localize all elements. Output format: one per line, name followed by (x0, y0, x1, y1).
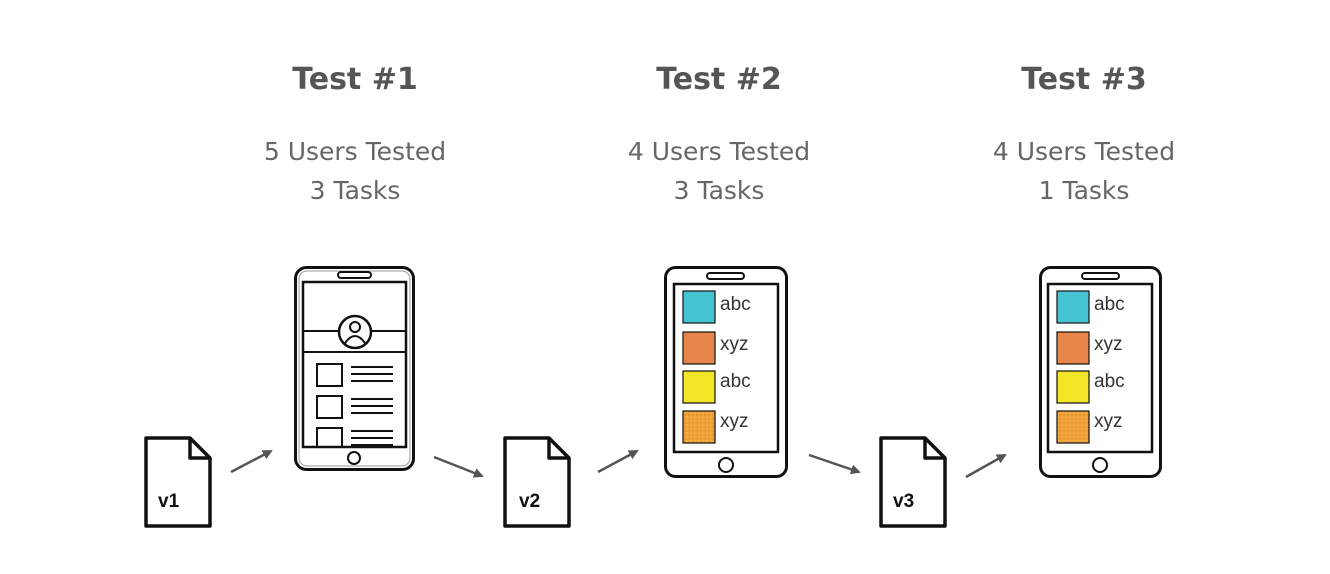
list-item-swatch (682, 410, 716, 444)
arrow-icon (230, 449, 273, 474)
phone-icon: abc xyz abc xyz (1039, 266, 1162, 478)
list-item-label: xyz (720, 334, 749, 355)
list-item-swatch (1056, 370, 1090, 404)
document-icon: v2 (503, 436, 571, 528)
arrow-icon (965, 453, 1007, 479)
list-item-label: abc (1094, 371, 1125, 392)
list-item-swatch (682, 370, 716, 404)
test-1-title: Test #1 (292, 62, 418, 97)
test-1-tasks: 3 Tasks (309, 176, 401, 205)
list-item-label: abc (720, 371, 751, 392)
document-icon: v3 (879, 436, 947, 528)
arrow-icon (597, 449, 639, 474)
test-2-tasks: 3 Tasks (673, 176, 765, 205)
list-item-swatch (682, 290, 716, 324)
version-label-v1: v1 (158, 491, 180, 512)
profile-icon (337, 314, 373, 350)
list-item-label: xyz (720, 411, 749, 432)
test-3-tasks: 1 Tasks (1038, 176, 1130, 205)
test-1-users: 5 Users Tested (263, 137, 447, 166)
document-icon: v1 (144, 436, 212, 528)
list-item-swatch (682, 331, 716, 365)
list-item-swatch (1056, 290, 1090, 324)
test-2-title: Test #2 (656, 62, 782, 97)
arrow-icon (433, 455, 484, 478)
list-item-swatch (1056, 410, 1090, 444)
test-3-title: Test #3 (1021, 62, 1147, 97)
list-item-swatch (1056, 331, 1090, 365)
list-item-label: xyz (1094, 411, 1123, 432)
list-item-label: abc (720, 294, 751, 315)
test-3-users: 4 Users Tested (992, 137, 1176, 166)
list-item-label: abc (1094, 294, 1125, 315)
version-label-v3: v3 (893, 491, 914, 512)
test-2-users: 4 Users Tested (627, 137, 811, 166)
arrow-icon (808, 453, 861, 475)
version-label-v2: v2 (519, 491, 540, 512)
list-item-label: xyz (1094, 334, 1123, 355)
phone-icon: abc xyz abc xyz (664, 266, 788, 478)
phone-icon (294, 266, 415, 471)
